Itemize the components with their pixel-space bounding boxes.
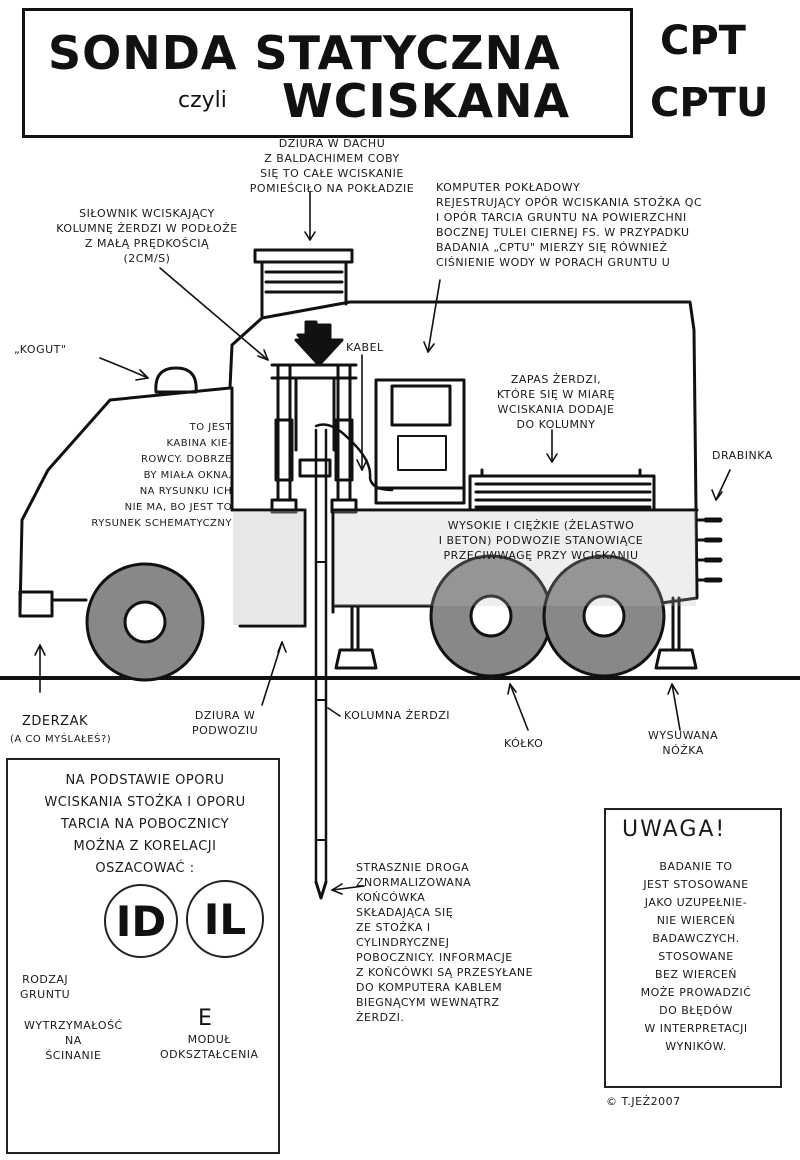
title-box xyxy=(22,8,633,138)
label-cable: KABEL xyxy=(346,341,384,354)
label-chassis-hole: DZIURA W PODWOZIU xyxy=(192,709,259,737)
hole-in-chassis xyxy=(303,508,335,628)
spare-rods xyxy=(468,468,656,512)
label-cone-tip: STRASZNIE DROGA ZNORMALIZOWANA KOŃCÓWKA … xyxy=(356,861,534,1024)
label-roof-hole: DZIURA W DACHU Z BALDACHIMEM COBY SIĘ TO… xyxy=(249,137,415,195)
cable xyxy=(314,423,394,492)
label-bumper: ZDERZAK xyxy=(22,714,88,729)
roof-canopy xyxy=(253,248,354,318)
title-line1: SONDA STATYCZNA xyxy=(48,26,561,80)
modulus-symbol: E xyxy=(198,1006,212,1031)
label-soil-type: RODZAJ GRUNTU xyxy=(20,973,71,1001)
warning-body: BADANIE TO JEST STOSOWANE JAKO UZUPEŁNIE… xyxy=(640,860,752,1053)
parameters-intro: NA PODSTAWIE OPORU WCISKANIA STOŻKA I OP… xyxy=(44,773,246,876)
density-index-symbol: ID xyxy=(104,884,178,958)
label-rod-column: KOLUMNA ŻERDZI xyxy=(344,709,451,722)
label-spare-rods: ZAPAS ŻERDZI, KTÓRE SIĘ W MIARĘ WCISKANI… xyxy=(496,373,616,431)
title-czyli: czyli xyxy=(178,88,227,113)
label-shear-strength: WYTRZYMAŁOŚĆ NA ŚCINANIE xyxy=(24,1019,123,1062)
wheels xyxy=(85,554,666,682)
label-wheel: KÓŁKO xyxy=(504,737,544,750)
title-line2: WCISKANA xyxy=(282,74,571,128)
label-actuator: SIŁOWNIK WCISKAJĄCY KOLUMNĘ ŻERDZI W POD… xyxy=(56,207,238,265)
label-computer: KOMPUTER POKŁADOWY REJESTRUJĄCY OPÓR WCI… xyxy=(436,181,703,269)
label-cabin: TO JEST KABINA KIE- ROWCY. DOBRZE BY MIA… xyxy=(91,422,232,529)
press-frame xyxy=(270,363,358,502)
extendable-leg xyxy=(334,604,378,670)
label-beacon: „KOGUT" xyxy=(14,343,67,356)
warning-heading: UWAGA! xyxy=(622,817,727,842)
rod-column xyxy=(314,428,328,884)
label-modulus: MODUŁ ODKSZTAŁCENIA xyxy=(160,1033,259,1061)
warning-box xyxy=(604,808,782,1088)
label-leg: WYSUWANA NÓŻKA xyxy=(648,729,719,757)
ladder xyxy=(703,517,723,583)
tag-cptu: CPTU xyxy=(650,80,769,126)
computer-cabinet xyxy=(374,378,466,505)
label-ladder: DRABINKA xyxy=(712,449,773,462)
liquidity-index-symbol: IL xyxy=(186,880,264,958)
bumper xyxy=(18,590,54,618)
label-bumper-note: (A CO MYŚLAŁEŚ?) xyxy=(10,734,112,745)
copyright: © T.JEŻ2007 xyxy=(606,1095,681,1108)
label-chassis: WYSOKIE I CIĘŻKIE (ŻELASTWO I BETON) POD… xyxy=(438,519,644,562)
tag-cpt: CPT xyxy=(660,18,746,64)
beacon xyxy=(154,366,198,394)
